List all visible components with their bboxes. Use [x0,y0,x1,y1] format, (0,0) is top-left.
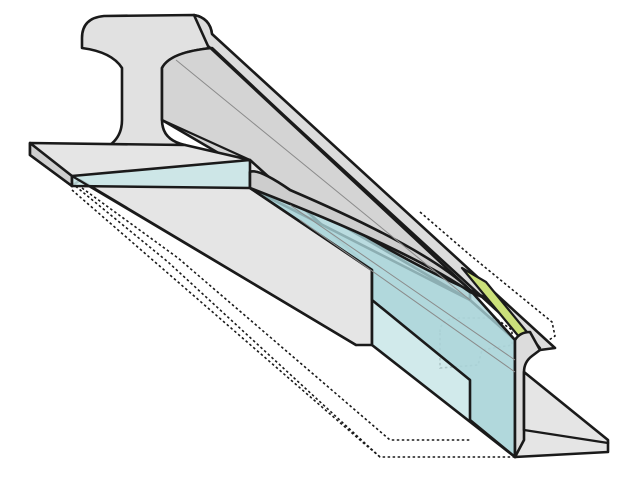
edge-lines [70,44,610,445]
stock-rail-far-end [513,330,610,459]
foot-ridge-line [70,174,358,347]
shade-line-3 [175,59,471,301]
hidden-switch-rail-outline [67,179,518,458]
hidden-edge-base [71,189,381,458]
shading-lines [175,59,516,373]
stock-rail-far-foot [513,370,610,459]
stock-rail-head-top [192,13,557,352]
shade-line-2 [299,219,516,373]
hidden-edge-outer [67,179,518,458]
far-foot-line [522,428,610,445]
web-fillet-line [160,118,252,162]
head-underside-line [206,44,472,292]
shade-line-1 [289,204,516,361]
